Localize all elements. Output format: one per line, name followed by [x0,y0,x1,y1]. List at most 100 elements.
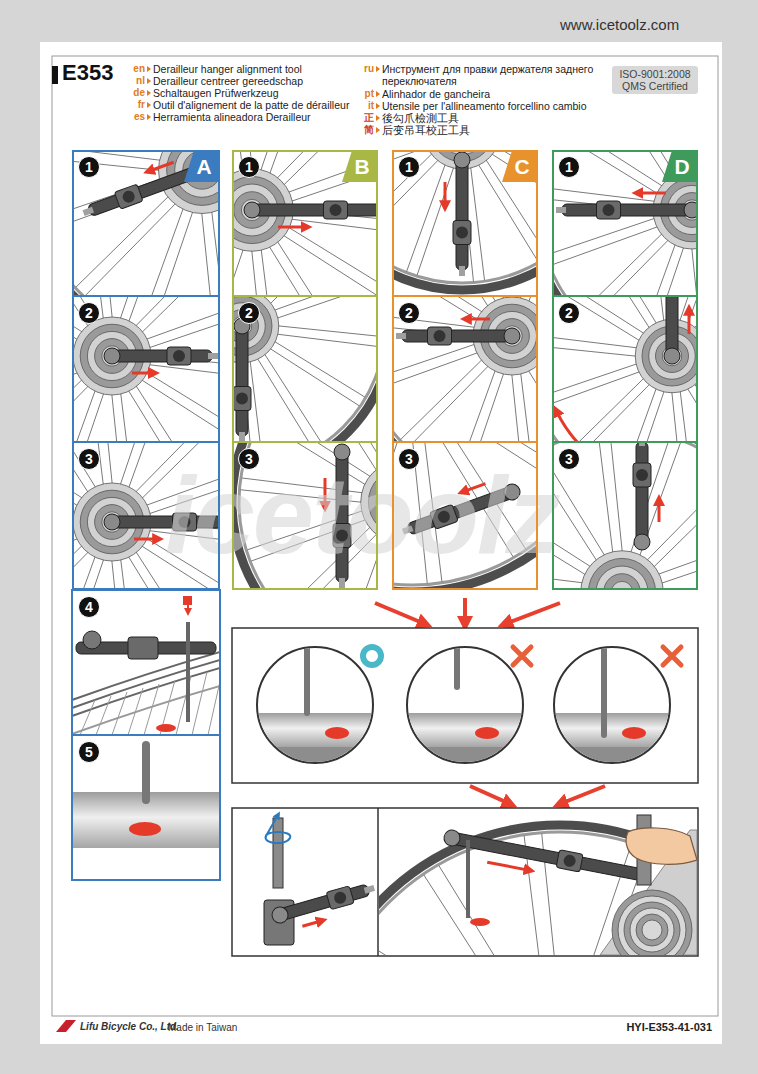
art-rect [556,207,566,213]
step-digit: 2 [559,303,579,323]
tool-detail [264,815,377,945]
code-triangle [147,102,151,108]
art-circle [434,330,446,342]
company-logo [56,1020,76,1032]
tool-name: Utensile per l'allineamento forcellino c… [382,100,587,112]
art-circle [642,920,662,940]
art-circle [684,202,698,218]
alignment-tool [556,193,698,219]
tire [392,296,538,442]
art-rect [183,596,192,605]
art-rect [456,154,468,270]
part-code: HYI-E353-41-031 [626,1021,712,1033]
page-frame [52,56,718,1016]
rim [552,296,698,442]
step-number: 3 [558,448,580,470]
correct-mark [363,647,381,665]
tire [552,442,698,588]
art-rect [597,201,621,219]
move-arrow [658,500,661,522]
art-rect [339,578,345,588]
move-arrow [637,192,666,195]
step-picture [72,296,220,442]
art-rect [396,333,406,339]
alignment-tool [232,318,251,442]
tire [232,296,378,442]
cassette [682,200,698,220]
alignment-tool [445,152,471,276]
spoke [439,866,556,955]
method-column: C123 [392,150,538,590]
cassette [581,551,664,588]
art-line [128,688,143,734]
art-circle [236,393,248,405]
art-line [80,700,95,734]
art-rect [556,850,583,872]
art-rect [106,350,212,362]
cassette [611,581,632,588]
tool-name: Herramienta alineadora Derailleur [153,111,311,123]
cell-divider [552,295,698,297]
rim [72,150,220,296]
cell-divider [392,441,538,443]
art-circle [456,227,468,239]
code-triangle [376,66,380,72]
certificate-badge: ISO-9001:2008 QMS Certified [612,66,698,94]
alignment-tool [396,319,520,345]
cassette [183,151,220,189]
step-number: 5 [78,741,100,763]
art-rect [233,387,251,411]
step-picture [552,442,698,588]
alignment-tool [270,879,377,933]
art-rect [405,713,525,747]
art-line [96,696,111,734]
move-arrow [278,226,307,229]
rim [232,296,378,442]
tool-name: Alinhador de gancheira [382,88,490,100]
art-line [142,745,150,800]
art-rect [114,184,143,209]
art-rect [428,327,452,345]
cassette [596,566,648,588]
art-ellipse [129,822,161,836]
method-column: D123 [552,150,698,590]
alignment-tool [244,201,378,227]
move-arrow [132,372,154,375]
step-digit: 3 [559,449,579,469]
step-number: 4 [78,596,100,618]
art-rect [167,347,191,365]
art-rect [255,713,375,747]
language-code: 简 [360,124,374,136]
step-number: 3 [238,448,260,470]
cassette [502,326,522,346]
art-line [187,605,189,612]
cassette [604,574,641,588]
art-rect [633,463,651,487]
code-triangle [376,127,380,133]
tool-name: 后变吊耳校正工具 [382,124,470,136]
cell-divider [72,734,220,736]
art-rect [552,713,672,747]
tool-name: Schaltaugen Prüfwerkzeug [153,87,279,99]
cell-divider [392,295,538,297]
flow-arrow [375,603,425,624]
cassette [241,199,262,220]
lower-frame [72,590,220,880]
art-line [454,645,460,687]
company-name: Lifu Bicycle Co., Ltd. [80,1021,179,1032]
art-line [186,622,190,722]
art-line [466,840,470,918]
art-circle [504,328,520,344]
method-column: A123 [72,150,220,590]
art-rect [562,204,698,216]
art-circle [270,905,290,925]
method-letter: A [184,152,218,182]
art-circle [603,204,615,216]
title-bar [52,66,58,84]
art-circle [104,348,120,364]
alignment-tool [663,296,689,364]
code-triangle [147,90,151,96]
art-rect [636,442,648,548]
step-picture [392,150,538,290]
